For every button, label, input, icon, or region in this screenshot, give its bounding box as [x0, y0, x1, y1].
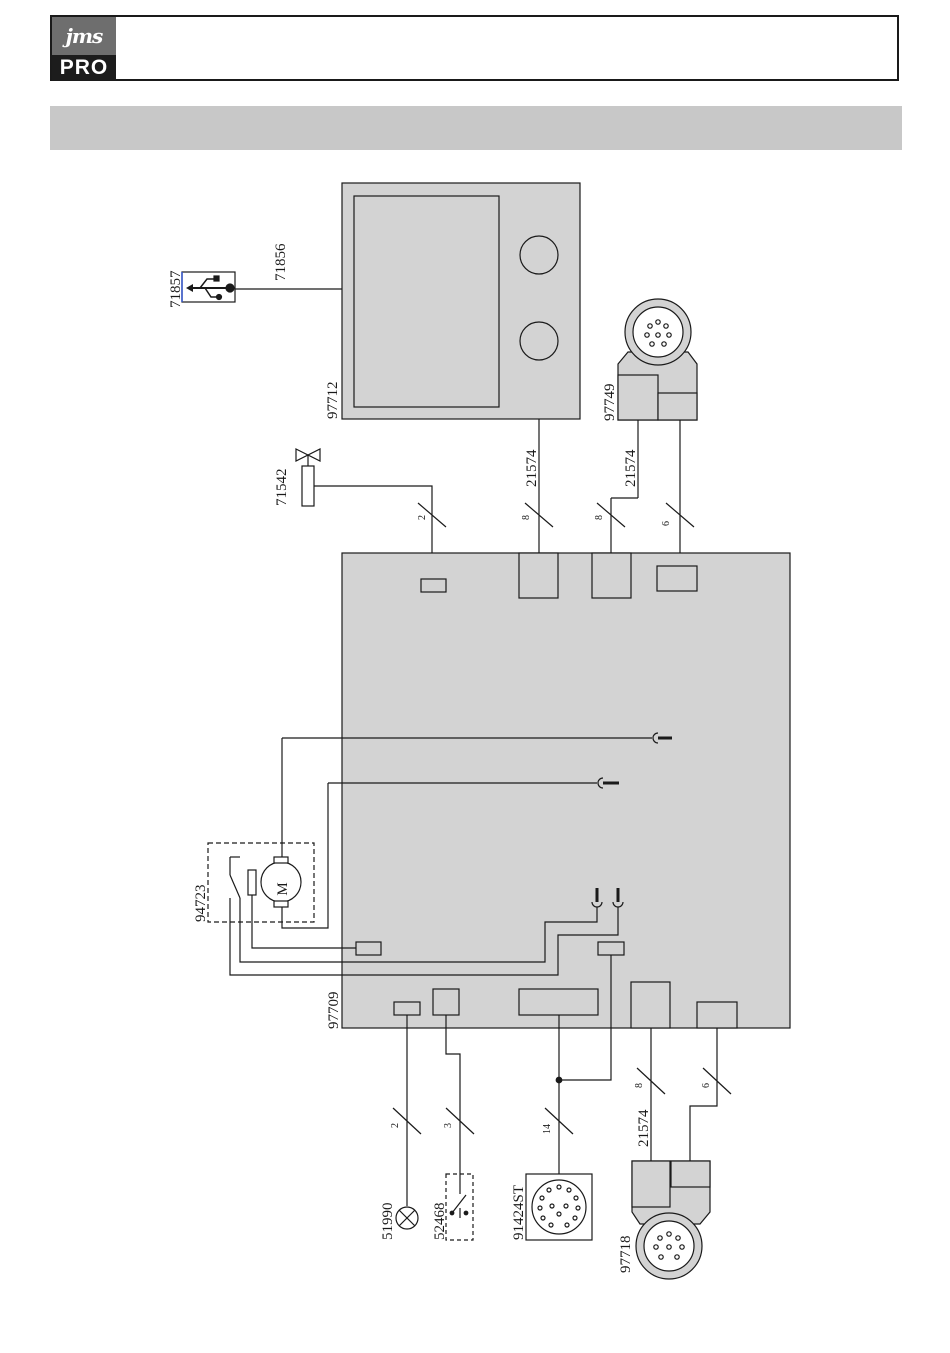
socket-bottom-cable-b [690, 1028, 717, 1161]
label-socket-bottom: 97718 [618, 1236, 634, 1274]
socket-top [618, 299, 697, 420]
count-socket-bottom-b: 6 [701, 1083, 712, 1088]
label-socket-top: 97749 [602, 384, 618, 422]
label-cable-socket-bottom: 21574 [636, 1109, 652, 1147]
motor-unit [208, 843, 314, 922]
count-valve: 2 [417, 515, 428, 520]
count-connector-14: 14 [542, 1124, 553, 1134]
count-lamp: 2 [390, 1123, 401, 1128]
main-board [342, 553, 790, 1028]
label-main-board: 97709 [326, 992, 342, 1030]
display-unit [342, 183, 580, 419]
label-lamp: 51990 [380, 1203, 396, 1241]
usb-icon [182, 272, 235, 302]
label-cable-display: 21574 [524, 449, 540, 487]
gas-valve-symbol [296, 449, 320, 506]
count-switch: 3 [443, 1123, 454, 1128]
label-usb-cable: 71856 [273, 243, 289, 281]
label-connector-14: 91424ST [511, 1185, 527, 1240]
connector-14-symbol [526, 1174, 592, 1240]
motor-letter: M [275, 882, 291, 895]
label-display: 97712 [325, 382, 341, 420]
socket-bottom [632, 1161, 710, 1279]
count-display: 8 [521, 515, 532, 520]
label-cable-socket-top: 21574 [623, 449, 639, 487]
count-socket-top-b: 6 [661, 521, 672, 526]
count-socket-top-a: 8 [594, 515, 605, 520]
label-usb: 71857 [168, 270, 184, 308]
label-gas-valve: 71542 [274, 469, 290, 507]
label-motor-unit: 94723 [193, 885, 209, 923]
count-socket-bottom-a: 8 [634, 1083, 645, 1088]
label-switch: 52468 [432, 1203, 448, 1241]
lamp-symbol [396, 1207, 418, 1229]
